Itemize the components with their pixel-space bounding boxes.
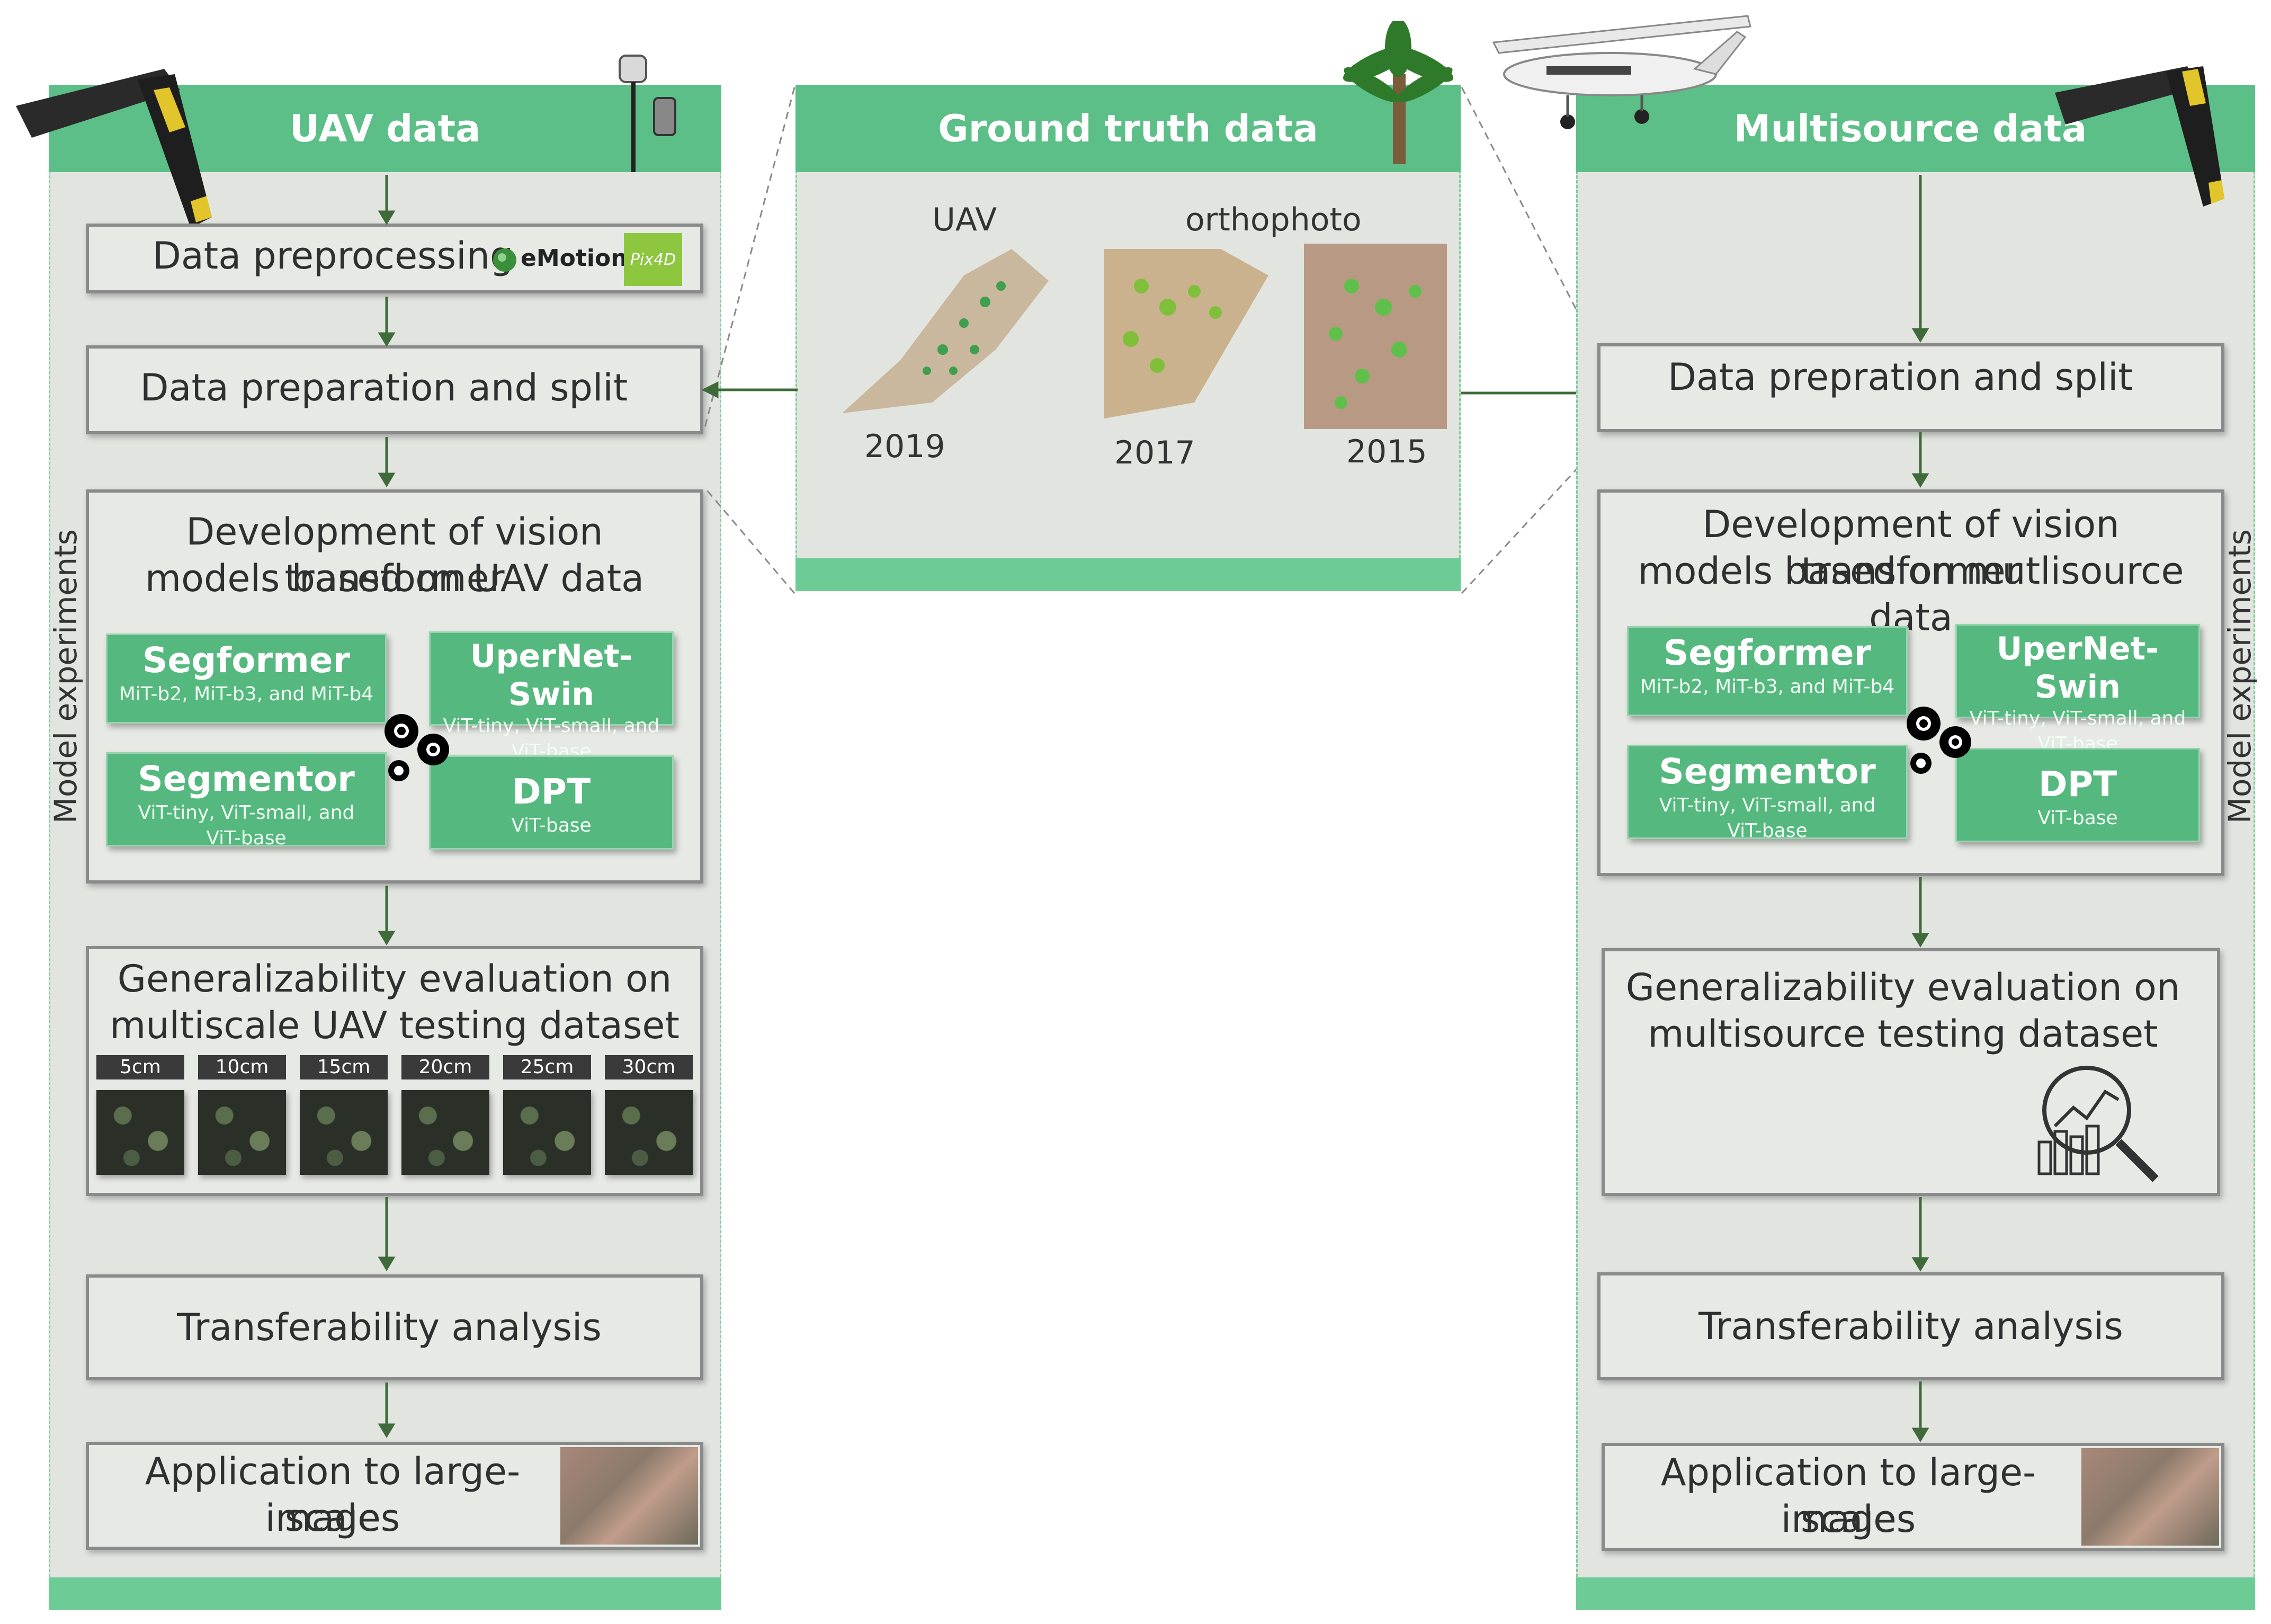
gears-icon [1907, 707, 1971, 774]
multisource-flow-arrows [1911, 175, 1929, 1442]
drone-icon [16, 69, 212, 228]
model-experiments-label-right: Model experiments [2222, 529, 2258, 824]
model-development-title-line1: Development of vision transformer [186, 510, 603, 600]
scale-item-10cm: 10cm [198, 1055, 286, 1182]
ground-truth-header-title: Ground truth data [938, 106, 1318, 150]
analytics-magnifier-icon [2037, 1066, 2159, 1182]
generalizability-title-line2: multiscale UAV testing dataset [110, 1004, 679, 1047]
emotion-logo-text: eMotion [521, 245, 628, 272]
year-2017: 2017 [1114, 434, 1195, 471]
palm-tree-icon [1343, 21, 1454, 164]
large-scale-image-thumbnail [2081, 1448, 2219, 1546]
aerial-thumbnail [605, 1090, 693, 1175]
scale-label: 15cm [300, 1055, 388, 1079]
application-box-uav: Application to large-scale images [86, 1442, 703, 1550]
ground-truth-header: Ground truth data [795, 85, 1461, 172]
upernet-swin-model: UperNet-Swin ViT-tiny, ViT-small, and Vi… [1955, 624, 2200, 755]
data-preprocessing-box: Data preprocessing eMotion Pix4D [86, 224, 703, 293]
year-2015: 2015 [1346, 433, 1427, 470]
pix4d-logo: Pix4D [624, 233, 682, 286]
transferability-box-multisource: Transferability analysis [1597, 1272, 2224, 1380]
orthophoto-2017 [1104, 249, 1268, 418]
multisource-header: Multisource data [1576, 85, 2255, 172]
dpt-model: DPT ViT-base [1955, 748, 2200, 842]
generalizability-box-multisource: Generalizability evaluation on multisour… [1602, 948, 2220, 1196]
uav-header-title: UAV data [289, 106, 481, 150]
generalizability-box-uav: Generalizability evaluation on multiscal… [86, 946, 703, 1196]
scale-item-30cm: 30cm [605, 1055, 693, 1182]
data-preparation-label: Data preparation and split [140, 366, 628, 409]
scale-strip: 5cm 10cm 15cm 20cm 25cm 30cm [96, 1055, 700, 1182]
scale-label: 5cm [96, 1055, 184, 1079]
segformer-model: Segformer MiT-b2, MiT-b3, and MiT-b4 [106, 633, 387, 724]
uav-flow-arrows [378, 175, 396, 1438]
uav-orthomosaic-2019 [842, 249, 1049, 413]
data-preparation-box: Data preparation and split [86, 345, 703, 434]
ground-truth-footer [795, 558, 1461, 591]
emotion-logo-icon [493, 248, 516, 272]
multisource-panel-footer [1576, 1577, 2255, 1610]
application-title-line2: images [1781, 1497, 1916, 1541]
year-2019: 2019 [864, 428, 945, 465]
gears-icon [385, 714, 449, 781]
aerial-thumbnail [198, 1090, 286, 1175]
large-scale-image-thumbnail [560, 1447, 698, 1545]
model-experiments-label-left: Model experiments [48, 529, 84, 824]
aerial-thumbnail [503, 1090, 591, 1175]
drone-icon-right [2055, 66, 2224, 207]
application-box-multisource: Application to large-scale images [1602, 1443, 2224, 1551]
scale-item-20cm: 20cm [401, 1055, 489, 1182]
transferability-label: Transferability analysis [1698, 1305, 2123, 1348]
data-preparation-label-multisource: Data prepration and split [1668, 355, 2133, 399]
generalizability-title-line2: multisource testing dataset [1648, 1012, 2158, 1056]
scale-label: 25cm [503, 1055, 591, 1079]
transferability-box-uav: Transferability analysis [86, 1274, 703, 1380]
scale-item-25cm: 25cm [503, 1055, 591, 1182]
segmentor-model: Segmentor ViT-tiny, ViT-small, and ViT-b… [106, 752, 387, 849]
segformer-model: Segformer MiT-b2, MiT-b3, and MiT-b4 [1627, 626, 1908, 716]
callout-lines [703, 87, 1595, 594]
dpt-model: DPT ViT-base [429, 755, 674, 850]
aerial-thumbnail [401, 1090, 489, 1175]
model-development-title-line2: models based on mutlisource data [1638, 549, 2184, 639]
generalizability-title-line1: Generalizability evaluation on [117, 957, 672, 1001]
ground-truth-arrows [701, 381, 1608, 402]
scale-item-15cm: 15cm [300, 1055, 388, 1182]
scale-label: 30cm [605, 1055, 693, 1079]
segmentor-model: Segmentor ViT-tiny, ViT-small, and ViT-b… [1627, 745, 1908, 842]
model-development-title-line1: Development of vision transformer [1702, 503, 2120, 593]
multisource-header-title: Multisource data [1733, 106, 2087, 150]
application-title-line1: Application to large-scale [1660, 1451, 2036, 1541]
uav-panel-footer [49, 1577, 721, 1610]
upernet-swin-model: UperNet-Swin ViT-tiny, ViT-small, and Vi… [429, 631, 674, 762]
model-development-title-line2: models based on UAV data [145, 557, 645, 600]
gps-receiver-icon [619, 55, 676, 172]
aerial-thumbnail [96, 1090, 184, 1175]
scale-label: 20cm [401, 1055, 489, 1079]
scale-item-5cm: 5cm [96, 1055, 184, 1182]
model-development-box-uav: Development of vision transformer models… [86, 489, 703, 884]
uav-ortho-label: UAV [932, 201, 997, 238]
application-title-line2: images [265, 1496, 400, 1540]
orthophoto-label: orthophoto [1185, 201, 1362, 238]
model-development-box-multisource: Development of vision transformer models… [1597, 489, 2224, 876]
orthophoto-2015 [1304, 244, 1447, 429]
aerial-thumbnail [300, 1090, 388, 1175]
generalizability-title-line1: Generalizability evaluation on [1625, 966, 2180, 1009]
scale-label: 10cm [198, 1055, 286, 1079]
application-title-line1: Application to large-scale [145, 1450, 521, 1540]
transferability-label: Transferability analysis [177, 1306, 602, 1349]
airplane-icon [1492, 15, 1751, 129]
data-preparation-box-multisource: Data prepration and split [1597, 343, 2224, 432]
data-preprocessing-label: Data preprocessing [153, 234, 514, 278]
